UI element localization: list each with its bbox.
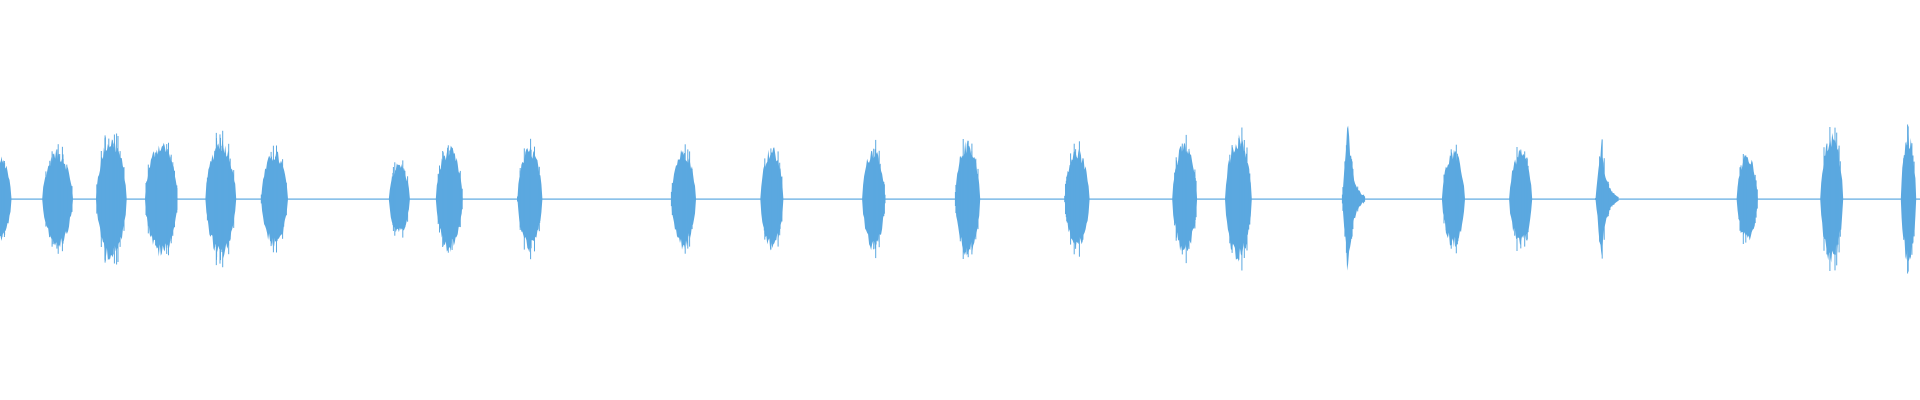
- waveform-burst: [1441, 149, 1465, 248]
- waveform-burst: [1064, 148, 1090, 248]
- waveform-burst: [1736, 155, 1758, 241]
- waveform-burst: [96, 139, 127, 261]
- waveform-burst: [0, 156, 12, 241]
- waveform-bursts: [0, 124, 1920, 274]
- waveform-burst: [1595, 138, 1619, 256]
- waveform-burst: [261, 151, 288, 247]
- waveform-burst: [1172, 142, 1198, 252]
- waveform-burst: [42, 149, 73, 248]
- waveform-burst: [145, 142, 178, 257]
- waveform-burst: [1342, 125, 1366, 271]
